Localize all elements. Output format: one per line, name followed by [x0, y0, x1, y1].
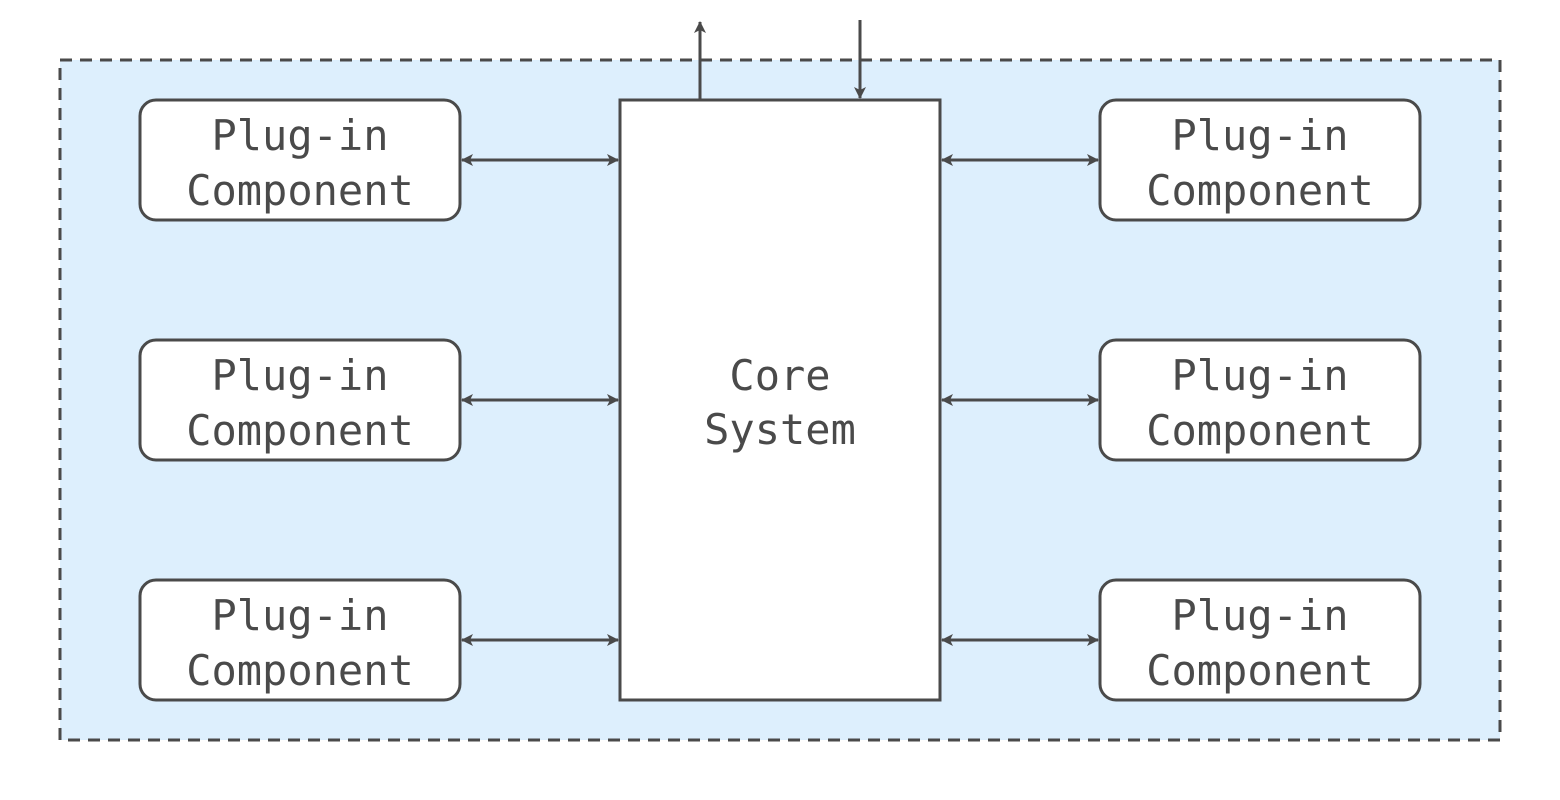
- plugin-label-line1: Plug-in: [211, 351, 388, 400]
- plugin-label-line2: Component: [1146, 646, 1374, 695]
- plugin-label-line1: Plug-in: [211, 111, 388, 160]
- plugin-label-line1: Plug-in: [1171, 111, 1348, 160]
- core-label-line2: System: [704, 405, 856, 454]
- plugin-label-line1: Plug-in: [1171, 351, 1348, 400]
- plugin-label-line2: Component: [186, 646, 414, 695]
- plugin-label-line2: Component: [1146, 406, 1374, 455]
- plugin-label-line1: Plug-in: [211, 591, 388, 640]
- plugin-label-line1: Plug-in: [1171, 591, 1348, 640]
- core-label-line1: Core: [729, 351, 830, 400]
- plugin-label-line2: Component: [186, 406, 414, 455]
- core-system: Core System: [618, 98, 942, 702]
- plugin-label-line2: Component: [186, 166, 414, 215]
- plugin-label-line2: Component: [1146, 166, 1374, 215]
